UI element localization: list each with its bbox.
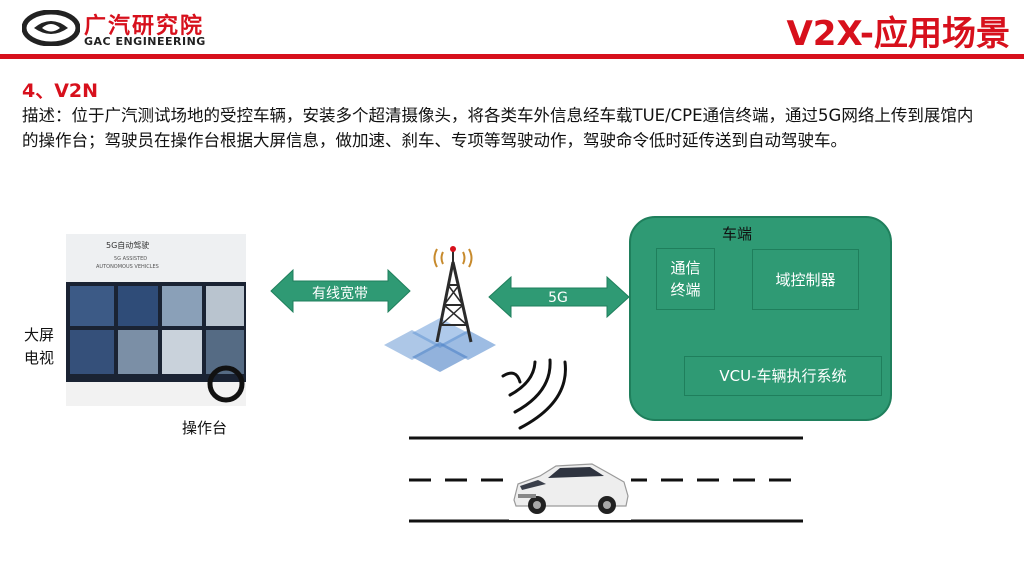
- comm-terminal-line2: 终端: [670, 281, 701, 299]
- signal-waves-icon: [501, 358, 567, 430]
- section-description: 描述：位于广汽测试场地的受控车辆，安装多个超清摄像头，将各类车外信息经车载TUE…: [22, 106, 974, 150]
- screen-subtitle-1: 5G ASSISTED: [114, 256, 147, 262]
- gac-badge-icon: [22, 10, 80, 46]
- logo-chinese-text: 广汽研究院: [84, 14, 205, 39]
- screen-title-text: 5G自动驾驶: [106, 240, 149, 250]
- gac-logo: 广汽研究院 GAC ENGINEERING: [22, 8, 252, 50]
- console-photo-image: 5G自动驾驶 5G ASSISTED AUTONOMOUS VEHICLES: [66, 234, 246, 406]
- wired-link-arrow: [270, 268, 411, 314]
- label-screen-line1: 大屏: [24, 326, 55, 344]
- autonomous-car-icon: [509, 456, 631, 520]
- section-title: 4、V2N: [22, 80, 99, 102]
- domain-controller-box: 域控制器: [752, 249, 859, 310]
- screen-subtitle-2: AUTONOMOUS VEHICLES: [96, 264, 159, 270]
- comm-terminal-box: 通信 终端: [656, 248, 715, 310]
- header-divider: [0, 54, 1024, 59]
- slide-title: V2X-应用场景: [786, 14, 1010, 54]
- console-photo: 5G自动驾驶 5G ASSISTED AUTONOMOUS VEHICLES: [66, 234, 246, 406]
- vehicle-end-title: 车端: [722, 225, 753, 243]
- vcu-box: VCU-车辆执行系统: [684, 356, 882, 396]
- cell-tower-icon: [384, 246, 496, 372]
- logo-english-text: GAC ENGINEERING: [84, 35, 206, 48]
- wireless-link-label: 5G: [548, 290, 568, 306]
- label-console: 操作台: [182, 419, 228, 437]
- wired-link-label: 有线宽带: [312, 286, 368, 302]
- comm-terminal-line1: 通信: [670, 259, 701, 277]
- label-screen-line2: 电视: [24, 349, 55, 367]
